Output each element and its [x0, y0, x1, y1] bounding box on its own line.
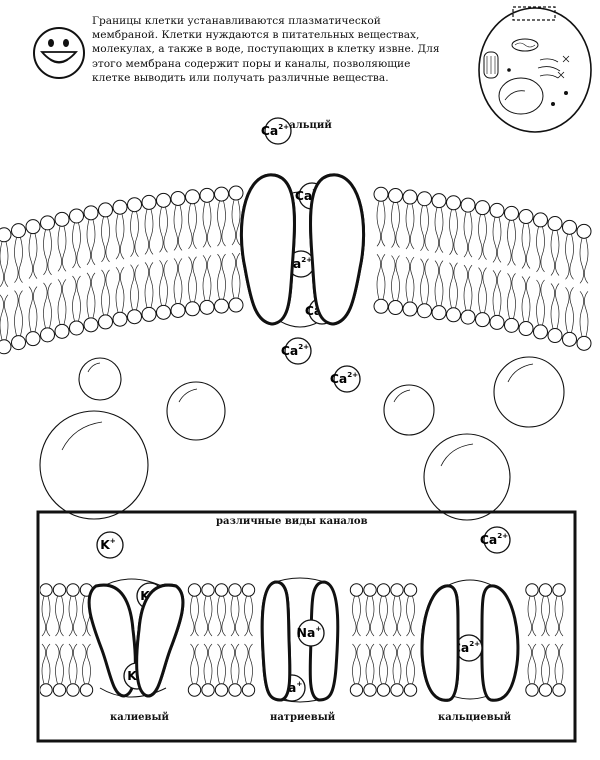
intro-text: Границы клетки устанавливаются плазматич…	[92, 15, 440, 84]
vesicle-bubbles	[39, 356, 565, 521]
potassium-ion: K+	[96, 531, 124, 559]
channels-panel	[36, 510, 577, 743]
svg-text:Na+: Na+	[297, 624, 322, 640]
sodium-channel-label: натриевый	[270, 712, 336, 723]
calcium-label: кальций	[282, 120, 332, 131]
plasma-membrane	[0, 185, 592, 355]
calcium-ions: Ca2+Ca2+Ca2+Ca2+Ca2+Ca2+	[261, 117, 361, 393]
cell-overview-icon	[478, 6, 592, 133]
calcium-ion: Ca2+	[330, 365, 361, 393]
channels-panel-title: различные виды каналов	[216, 516, 368, 527]
calcium-ion: Ca2+	[261, 117, 292, 145]
potassium-channel-wall	[135, 583, 185, 698]
sodium-channel-wall	[260, 580, 292, 702]
potassium-channel-label: калиевый	[110, 712, 169, 723]
smiley-face-icon	[33, 27, 85, 79]
calcium-ion: Ca2+	[281, 337, 312, 365]
calcium-channel-label: кальциевый	[438, 712, 512, 723]
calcium-channel-wall	[309, 173, 366, 326]
calcium-channel-wall	[239, 173, 296, 326]
panel-membrane	[40, 583, 566, 697]
sodium-ion: Na+	[297, 619, 325, 647]
calcium-ion: Ca2+	[480, 526, 511, 554]
calcium-channel-wall	[420, 584, 460, 702]
